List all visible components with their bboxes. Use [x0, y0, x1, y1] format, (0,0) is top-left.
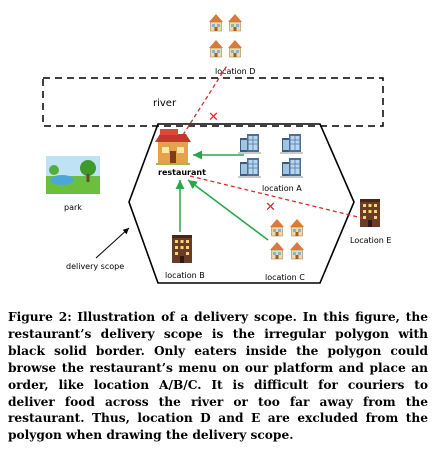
- figure-caption: Figure 2: Illustration of a delivery sco…: [8, 309, 428, 444]
- river-boundary: [42, 77, 384, 127]
- blocked-marker-d-icon: ✕: [208, 110, 219, 125]
- location-b-building-icon: [172, 235, 192, 263]
- restaurant-label: restaurant: [158, 168, 206, 177]
- blocked-marker-e-icon: ✕: [265, 200, 276, 215]
- location-a-label: location A: [262, 184, 302, 193]
- river-label: river: [153, 98, 177, 109]
- location-a-buildings-icon: [237, 133, 304, 179]
- location-e-label: Location E: [350, 236, 391, 245]
- location-d-label: location D: [215, 67, 255, 76]
- route-c-to-restaurant: [187, 179, 269, 241]
- park-label: park: [64, 203, 82, 212]
- location-c-label: location C: [265, 273, 305, 282]
- delivery-scope-polygon: [128, 123, 355, 284]
- restaurant-icon: [155, 129, 191, 165]
- delivery-scope-pointer: [95, 227, 130, 259]
- location-d-houses-icon: [208, 13, 243, 58]
- blocked-route-d: [182, 63, 229, 136]
- location-c-houses-icon: [269, 218, 305, 260]
- delivery-scope-label: delivery scope: [66, 262, 124, 271]
- delivery-scope-diagram: location D river restaurant location A p…: [42, 13, 391, 284]
- figure-label: Figure 2:: [8, 310, 72, 324]
- blocked-route-e: [189, 175, 363, 219]
- location-e-building-icon: [360, 199, 380, 227]
- caption-text: Illustration of a delivery scope. In thi…: [8, 310, 428, 443]
- location-b-label: location B: [165, 271, 205, 280]
- park-icon: [46, 156, 100, 194]
